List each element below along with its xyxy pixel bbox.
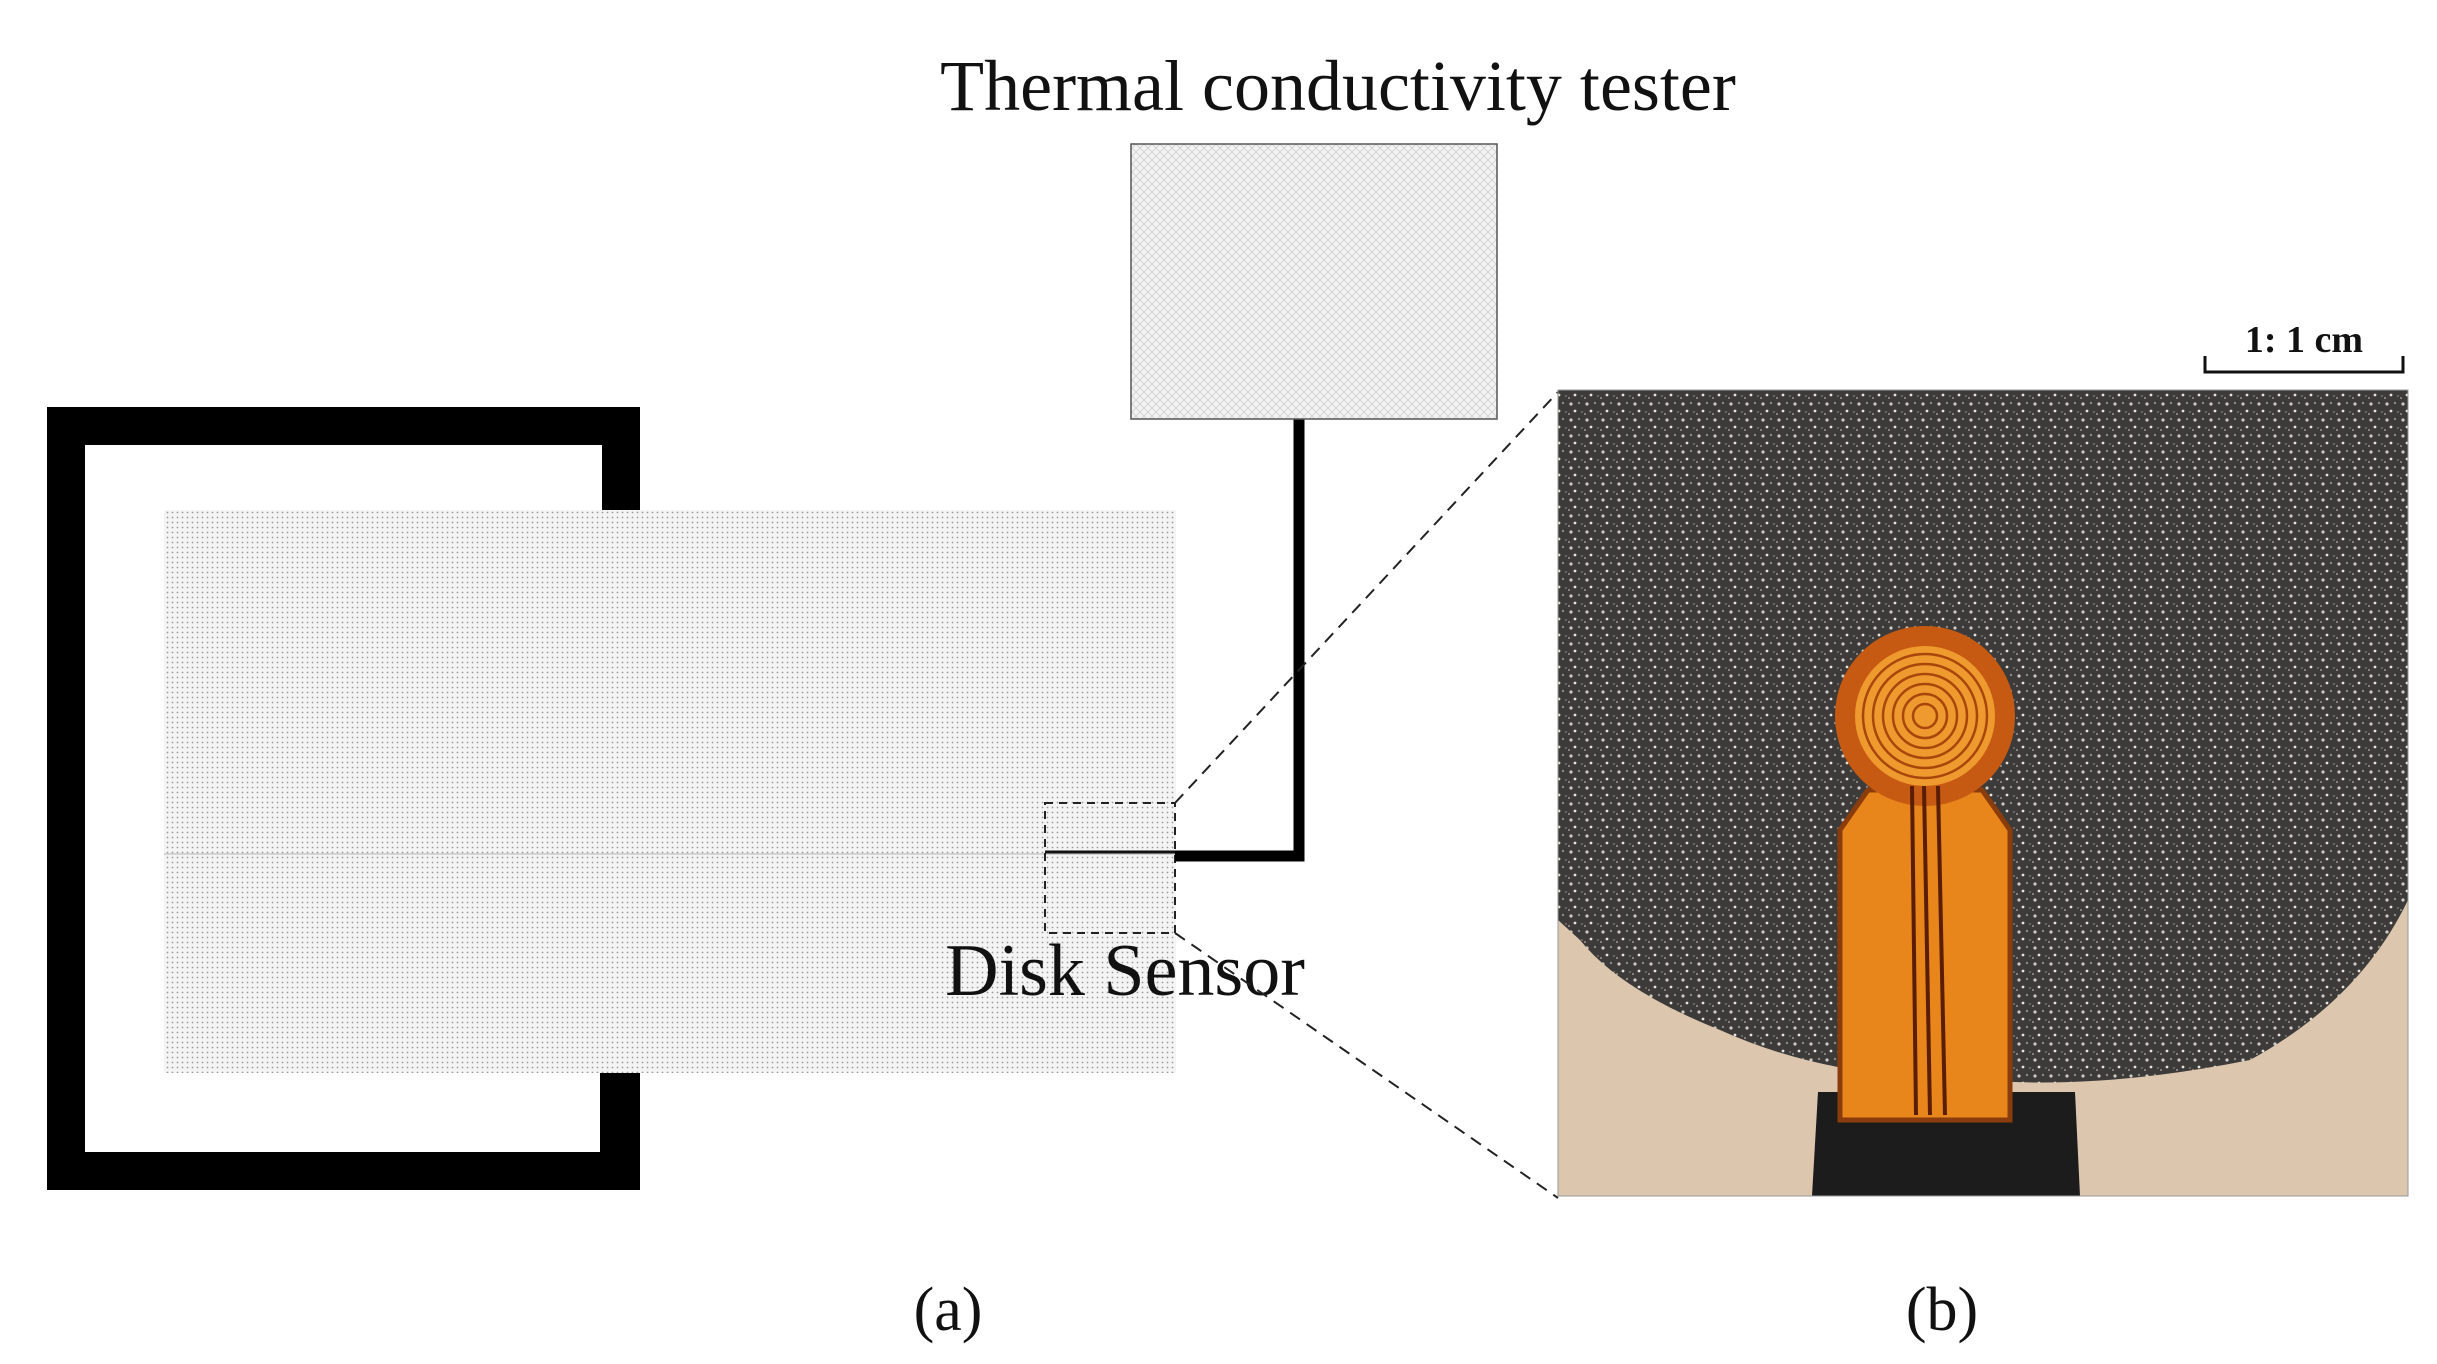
projection-line-bottom [1174, 932, 1559, 1199]
photo-frame [1557, 389, 2409, 1197]
sensor-lead-wires [1910, 785, 1947, 1116]
sensor-label: Disk Sensor [945, 930, 1305, 1012]
panel-b-label: (b) [1906, 1276, 1978, 1344]
tester-box [1130, 143, 1498, 420]
scale-bar-label: 1: 1 cm [2245, 319, 2363, 361]
panel-a-diagram: Thermal conductivity tester Disk Sensor … [47, 46, 1736, 1344]
tester-label: Thermal conductivity tester [940, 46, 1736, 126]
sensor-cable [1175, 417, 1305, 862]
panel-a-label: (a) [914, 1276, 983, 1344]
sensor-strip [1837, 787, 2013, 1123]
panel-b-photo: 1: 1 cm (b) [1557, 319, 2409, 1344]
sensor-disc-core [1855, 646, 1995, 786]
specimen-block [164, 510, 1176, 1073]
projection-line-top [1174, 391, 1559, 804]
scale-bar [2203, 356, 2405, 374]
sensor-zoom-box [1044, 802, 1176, 934]
